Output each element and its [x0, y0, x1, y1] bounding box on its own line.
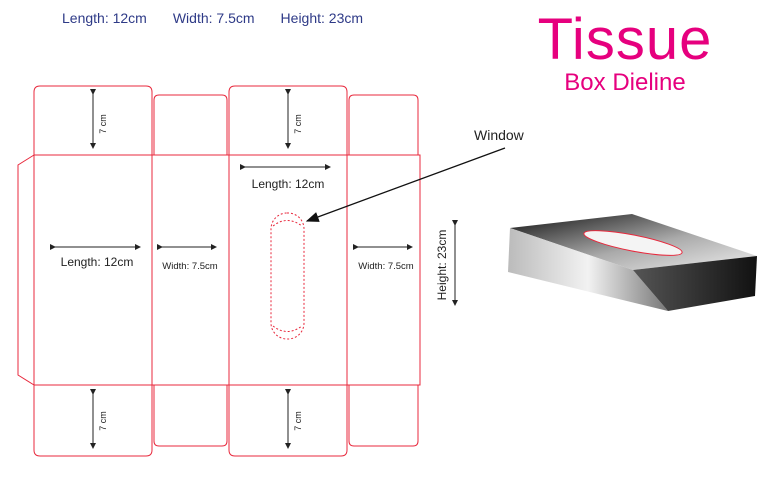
page-subtitle: Box Dieline — [564, 69, 686, 96]
flap-top-2 — [153, 94, 228, 155]
dimension-header: Length: 12cm Width: 7.5cm Height: 23cm — [62, 10, 363, 26]
glue-flap — [17, 154, 35, 386]
flap-top-left-label: 7 cm — [98, 114, 108, 134]
length-dimension: Length: 12cm — [62, 10, 147, 26]
page-title: Tissue — [537, 7, 713, 72]
width-left-label: Width: 7.5cm — [162, 261, 218, 272]
flap-bottom-right-label: 7 cm — [293, 411, 303, 431]
window-bottom-arc — [272, 325, 303, 332]
title-block: Tissue Box Dieline — [505, 8, 745, 96]
height-label: Height: 23cm — [435, 230, 449, 301]
window-top-arc — [272, 220, 303, 227]
flap-top-4 — [348, 94, 419, 155]
flap-bottom-2 — [153, 385, 228, 447]
width-right-label: Width: 7.5cm — [358, 261, 414, 272]
length-back-label: Length: 12cm — [252, 177, 325, 191]
flap-bottom-1 — [33, 385, 153, 457]
flap-bottom-4 — [348, 385, 419, 447]
length-front-label: Length: 12cm — [61, 255, 134, 269]
width-dimension: Width: 7.5cm — [172, 10, 255, 26]
flap-bottom-left-label: 7 cm — [98, 411, 108, 431]
flap-top-right-label: 7 cm — [293, 114, 303, 134]
flap-top-1 — [33, 85, 153, 155]
flap-bottom-3 — [228, 385, 348, 457]
height-dimension: Height: 23cm — [280, 10, 364, 26]
panel-side-right — [346, 154, 421, 386]
window-callout-label: Window — [474, 127, 525, 143]
window-callout-arrow — [305, 147, 506, 222]
flap-top-3 — [228, 85, 348, 155]
window-cutout — [270, 212, 305, 340]
panel-front — [33, 154, 153, 386]
tissue-box-render — [508, 214, 757, 311]
